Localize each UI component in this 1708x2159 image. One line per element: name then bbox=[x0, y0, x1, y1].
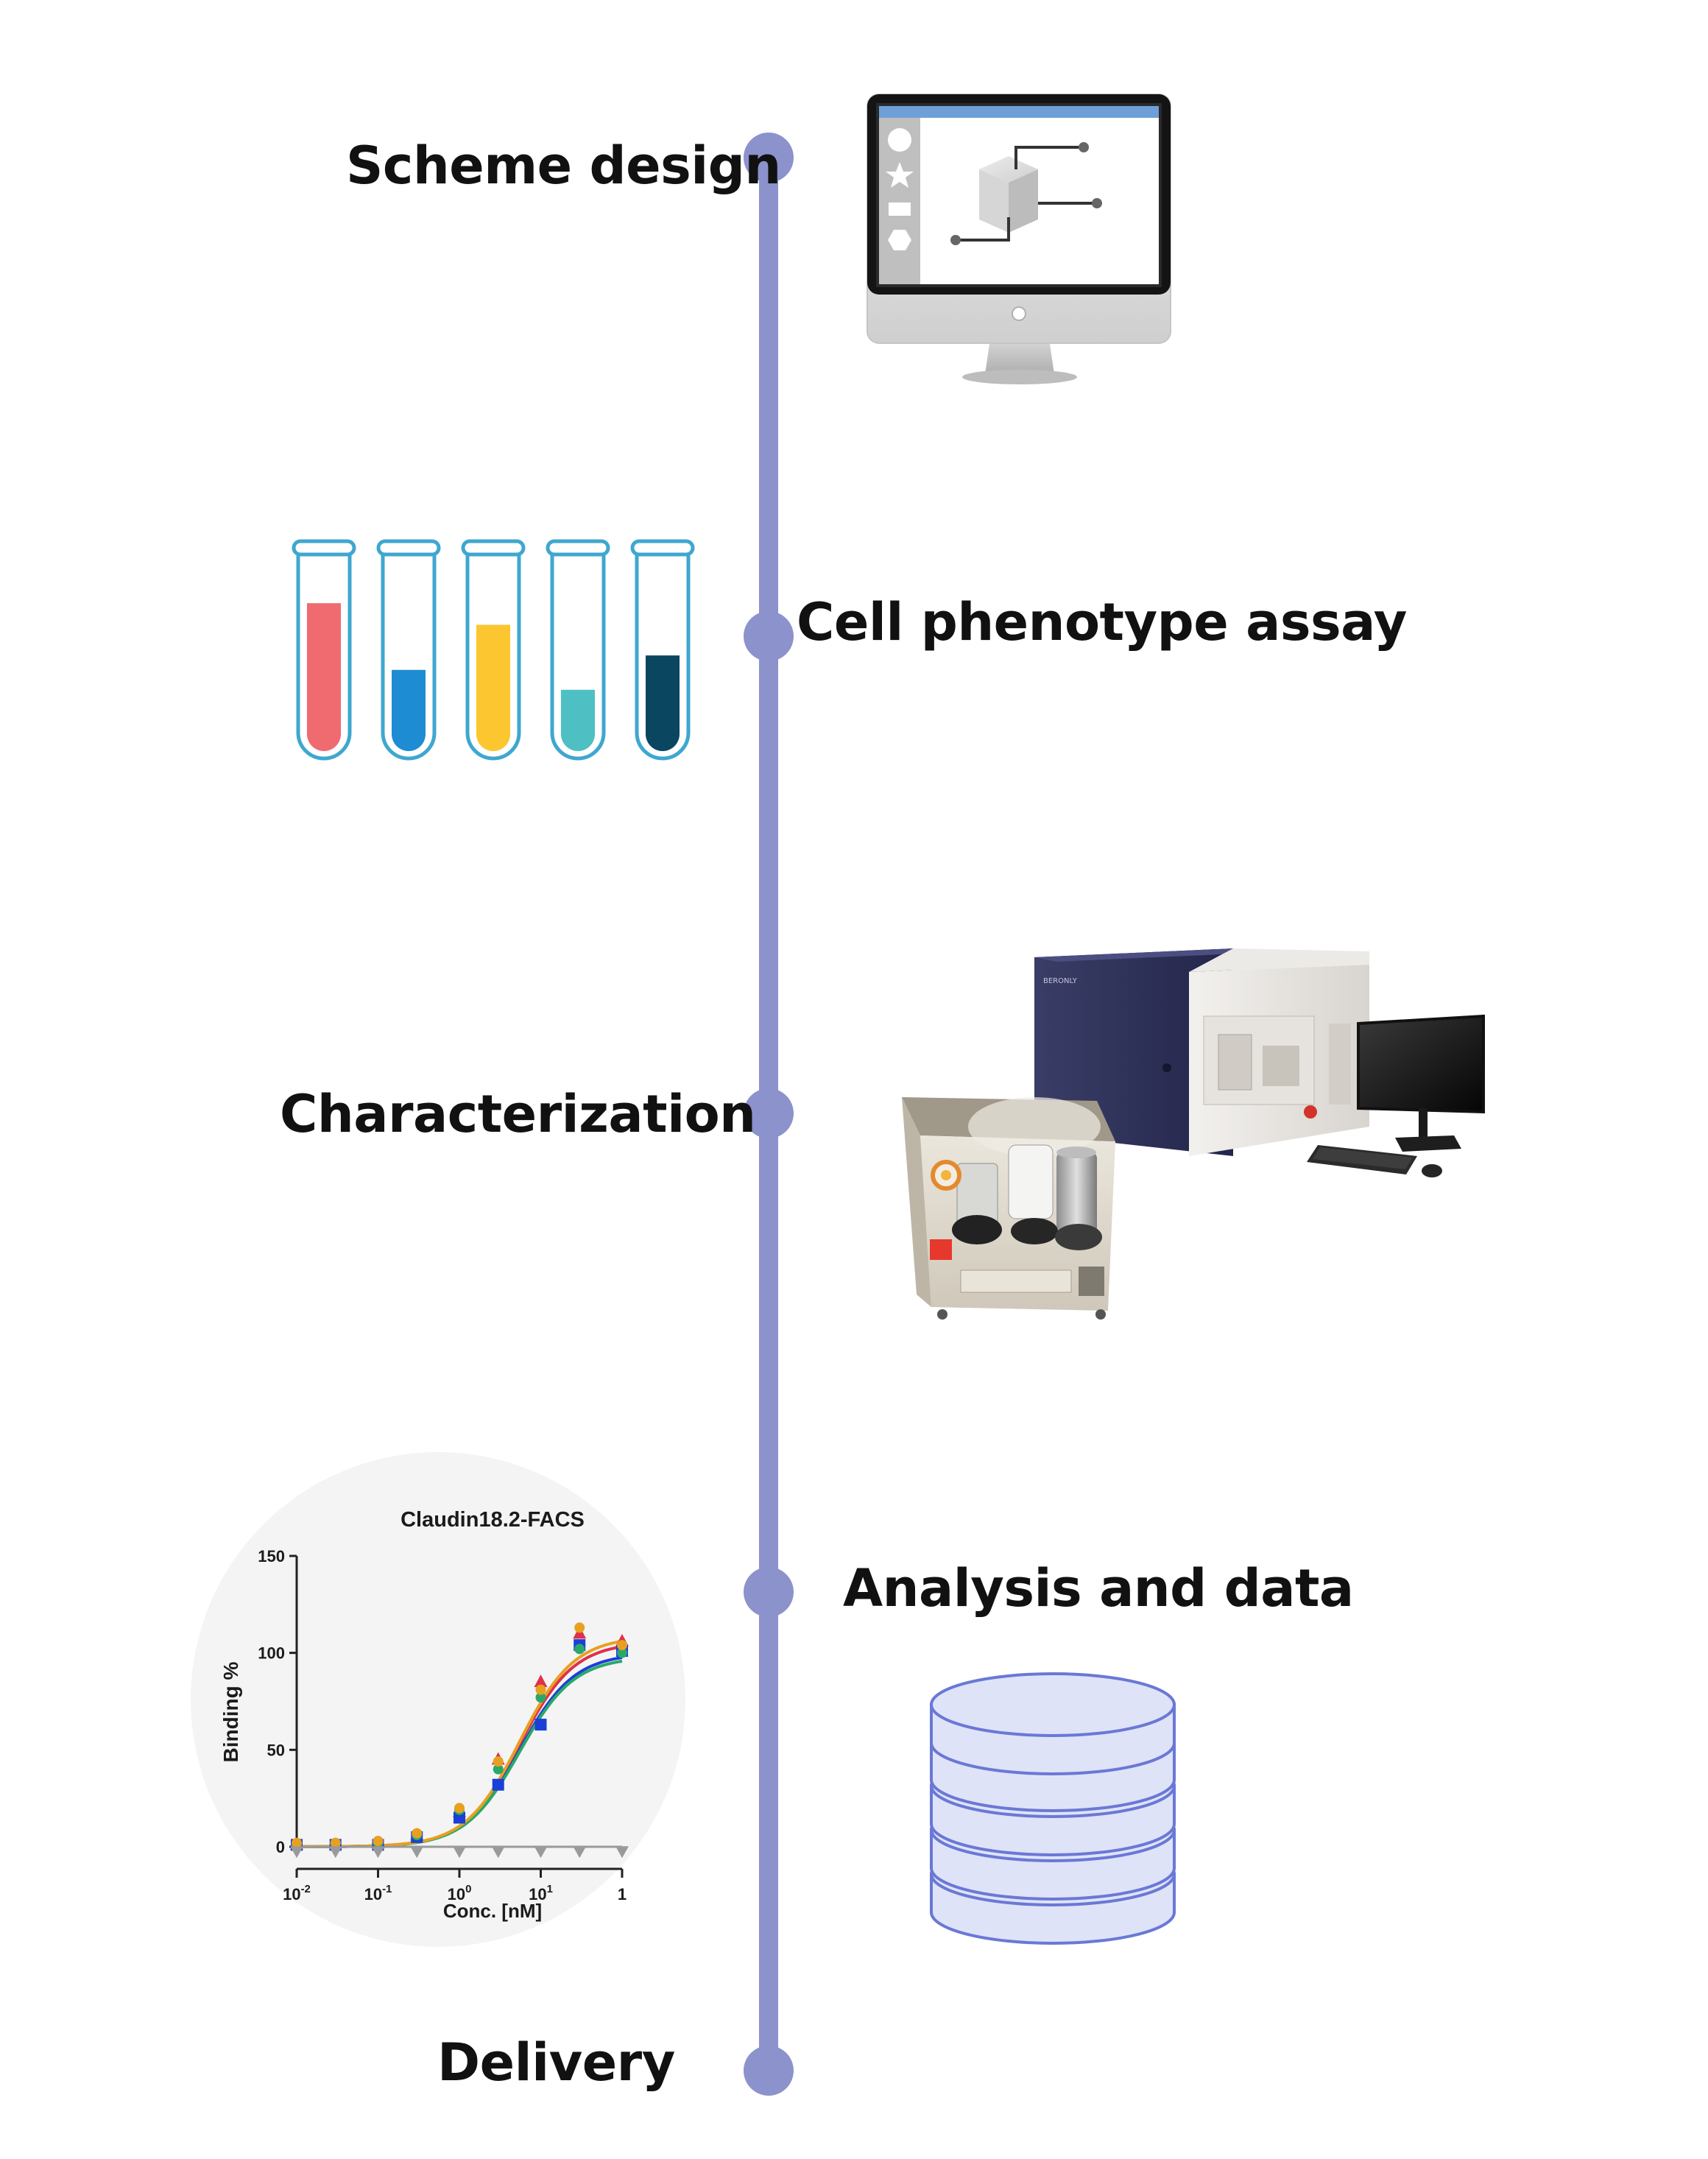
chart-data-point bbox=[574, 1644, 585, 1655]
chart-data-point bbox=[534, 1719, 547, 1731]
chart-x-tick-label: 10-2 bbox=[283, 1883, 311, 1903]
tube-liquid bbox=[476, 624, 510, 751]
chart-data-point bbox=[292, 1837, 302, 1848]
chart-x-tick-label: 10-1 bbox=[364, 1883, 392, 1903]
timeline-node-analysis-and-data bbox=[744, 1567, 794, 1617]
chart-data-point bbox=[493, 1764, 504, 1775]
chart-data-point bbox=[492, 1778, 504, 1791]
chart-data-point bbox=[535, 1692, 546, 1703]
step-label-analysis-and-data: Analysis and data bbox=[843, 1558, 1354, 1619]
chart-data-point bbox=[290, 1846, 303, 1859]
lab-instrument-icon: BERONLY bbox=[902, 948, 1485, 1320]
chart-y-tick-label: 0 bbox=[276, 1838, 285, 1856]
chart-background-circle bbox=[191, 1452, 685, 1947]
test-tube bbox=[546, 539, 610, 761]
computer-monitor-icon bbox=[867, 94, 1171, 384]
database-top bbox=[930, 1672, 1176, 1737]
chart-data-point bbox=[617, 1647, 627, 1658]
timeline-node-scheme-design bbox=[744, 133, 794, 183]
chart-data-point bbox=[534, 1846, 548, 1859]
chart-data-point bbox=[454, 1811, 465, 1824]
step-label-cell-phenotype-assay: Cell phenotype assay bbox=[797, 592, 1407, 652]
chart-y-axis-label: Binding % bbox=[219, 1661, 242, 1762]
test-tube bbox=[461, 539, 526, 761]
tube-liquid bbox=[646, 655, 680, 751]
test-tube bbox=[630, 539, 695, 761]
chart-data-point bbox=[454, 1803, 465, 1814]
step-label-characterization: Characterization bbox=[280, 1084, 756, 1144]
chart-data-point bbox=[328, 1846, 342, 1859]
instrument-brand: BERONLY bbox=[1043, 977, 1078, 985]
chart-data-point bbox=[535, 1684, 546, 1695]
timeline-node-delivery bbox=[744, 2046, 794, 2096]
chart-data-point bbox=[373, 1836, 384, 1847]
step-label-delivery: Delivery bbox=[437, 2032, 675, 2093]
chart-y-tick-label: 150 bbox=[258, 1547, 285, 1565]
timeline-node-cell-phenotype-assay bbox=[744, 611, 794, 661]
timeline-node-characterization bbox=[744, 1088, 794, 1138]
chart-data-point bbox=[330, 1837, 341, 1848]
tube-liquid bbox=[561, 689, 595, 751]
chart-x-axis-label: Conc. [nM] bbox=[443, 1900, 542, 1922]
tube-liquid bbox=[392, 669, 426, 751]
step-label-scheme-design: Scheme design bbox=[346, 135, 781, 196]
chart-x-tick-label: 100 bbox=[448, 1883, 472, 1903]
database-icon bbox=[930, 1672, 1176, 1945]
chart-x-tick-label: 1 bbox=[618, 1885, 627, 1903]
chart-data-point bbox=[617, 1640, 627, 1651]
chart-data-point bbox=[410, 1846, 424, 1859]
chart-title: Claudin18.2-FACS bbox=[400, 1508, 585, 1532]
test-tube bbox=[292, 539, 356, 761]
chart-y-tick-label: 50 bbox=[267, 1741, 285, 1759]
chart-data-point bbox=[534, 1674, 548, 1688]
test-tube bbox=[376, 539, 441, 761]
chart-x-tick-label: 101 bbox=[529, 1883, 553, 1903]
chart-data-point bbox=[493, 1756, 504, 1767]
chart-data-point bbox=[573, 1846, 587, 1859]
tube-liquid bbox=[307, 603, 341, 751]
chart-data-point bbox=[371, 1846, 385, 1859]
binding-chart: Claudin18.2-FACS Binding % Conc. [nM] 0 5… bbox=[191, 1452, 685, 1947]
chart-data-point bbox=[453, 1846, 466, 1859]
chart-y-tick-label: 100 bbox=[258, 1644, 285, 1663]
chart-data-point bbox=[574, 1622, 585, 1633]
chart-data-point bbox=[412, 1828, 423, 1839]
test-tubes-icon bbox=[292, 539, 695, 761]
chart-data-point bbox=[615, 1846, 629, 1859]
chart-data-point bbox=[491, 1846, 505, 1859]
